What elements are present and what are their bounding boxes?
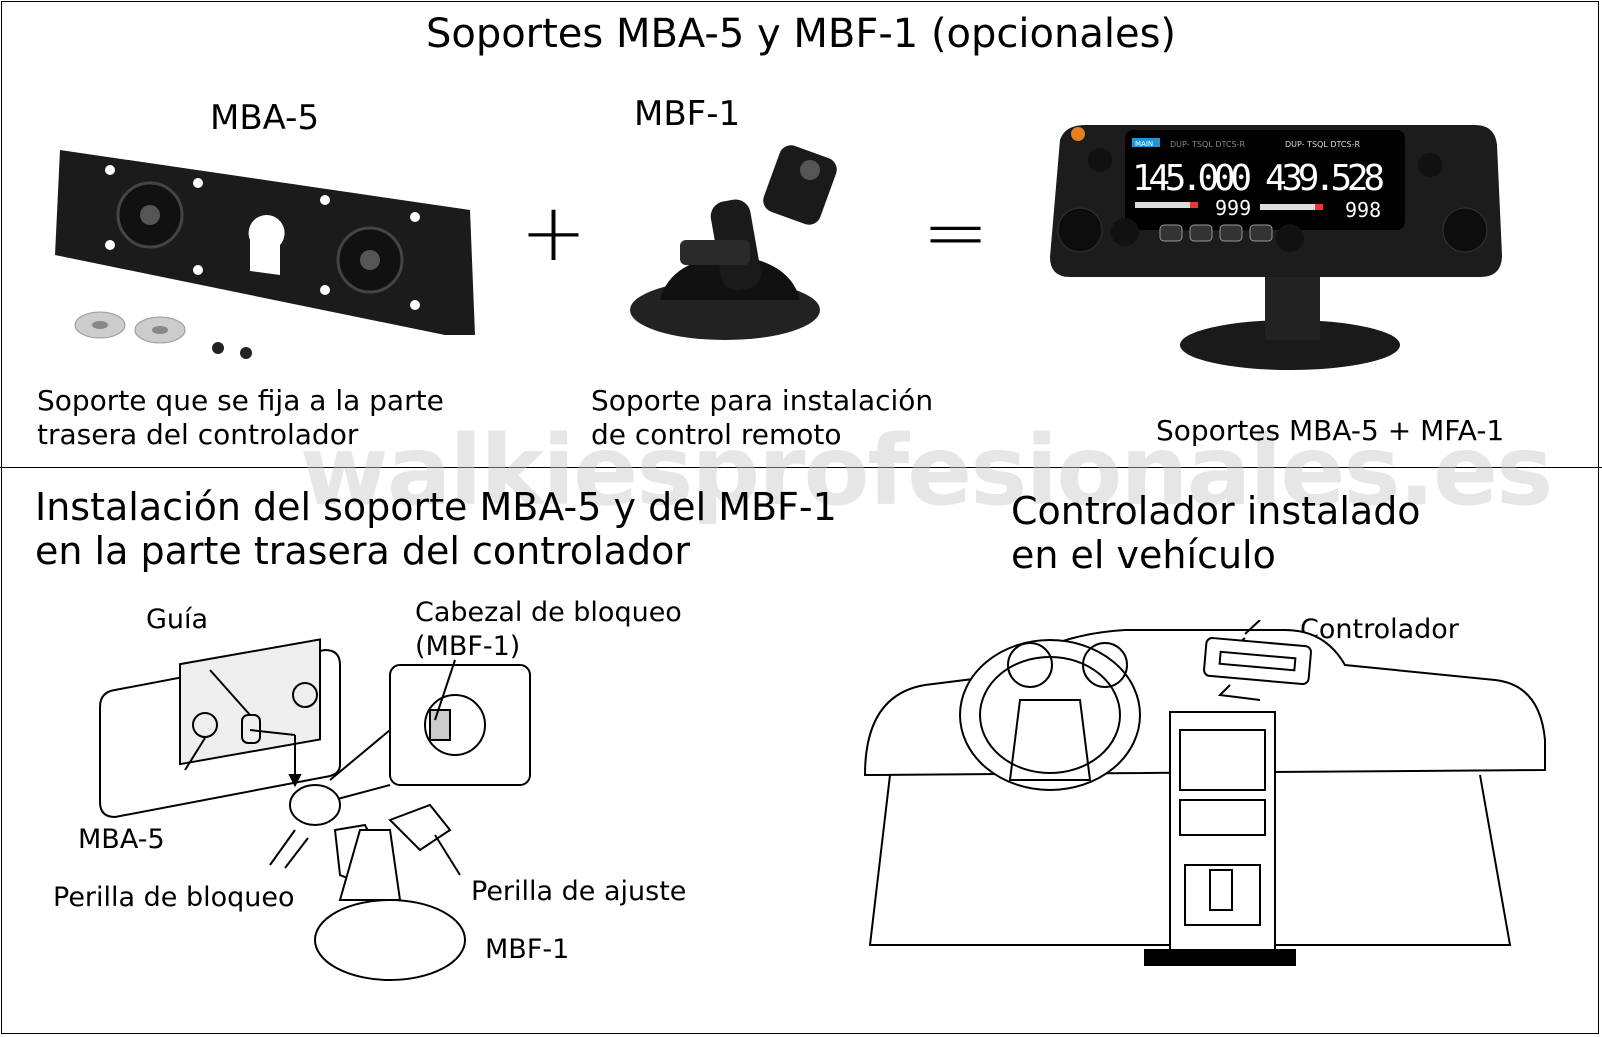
install-heading-line2: en la parte trasera del controlador [35, 529, 690, 573]
left-frequency: 145.000 [1132, 158, 1252, 199]
section-divider [0, 467, 1602, 468]
right-channel: 998 [1345, 198, 1381, 222]
mbf1-suction-mount-image [630, 145, 837, 340]
right-frequency: 439.528 [1265, 158, 1385, 199]
equals-sign: = [922, 186, 990, 279]
installation-diagram [99, 638, 531, 981]
left-channel: 999 [1215, 196, 1251, 220]
label-cabezal-line1: Cabezal de bloqueo [415, 597, 682, 628]
mbf1-heading: MBF-1 [634, 94, 741, 134]
page-title: Soportes MBA-5 y MBF-1 (opcionales) [425, 11, 1177, 57]
mba5-caption-line1: Soporte que se fija a la parte [37, 384, 444, 417]
mbf1-caption-line2: de control remoto [591, 418, 842, 451]
label-perilla-bloqueo: Perilla de bloqueo [53, 882, 295, 913]
label-guia: Guía [146, 604, 209, 635]
radio-controller-on-mount-image: MAIN DUP- TSQL DTCS-R DUP- TSQL DTCS-R 1… [1050, 125, 1502, 370]
mode-right: DUP- TSQL DTCS-R [1285, 140, 1360, 149]
label-perilla-ajuste: Perilla de ajuste [471, 876, 687, 907]
label-cabezal-line2: (MBF-1) [415, 631, 521, 662]
vehicle-dashboard-diagram [863, 620, 1546, 966]
vehicle-heading-line2: en el vehículo [1011, 533, 1276, 577]
label-mba5: MBA-5 [78, 824, 165, 855]
mbf1-caption-line1: Soporte para instalación [591, 384, 934, 417]
mba5-plate-image [55, 150, 475, 359]
label-mbf1: MBF-1 [485, 934, 570, 965]
vehicle-heading-line1: Controlador instalado [1011, 489, 1421, 533]
plus-sign: + [520, 186, 588, 279]
label-controlador: Controlador [1300, 614, 1459, 645]
mba5-heading: MBA-5 [210, 98, 320, 138]
install-heading-line1: Instalación del soporte MBA-5 y del MBF-… [35, 485, 837, 529]
mode-left: DUP- TSQL DTCS-R [1170, 140, 1245, 149]
watermark: walkiesprofesionales.es [300, 415, 1553, 527]
combined-caption: Soportes MBA-5 + MFA-1 [1156, 414, 1505, 447]
mba5-caption-line2: trasera del controlador [37, 418, 359, 451]
main-badge: MAIN [1135, 140, 1153, 148]
